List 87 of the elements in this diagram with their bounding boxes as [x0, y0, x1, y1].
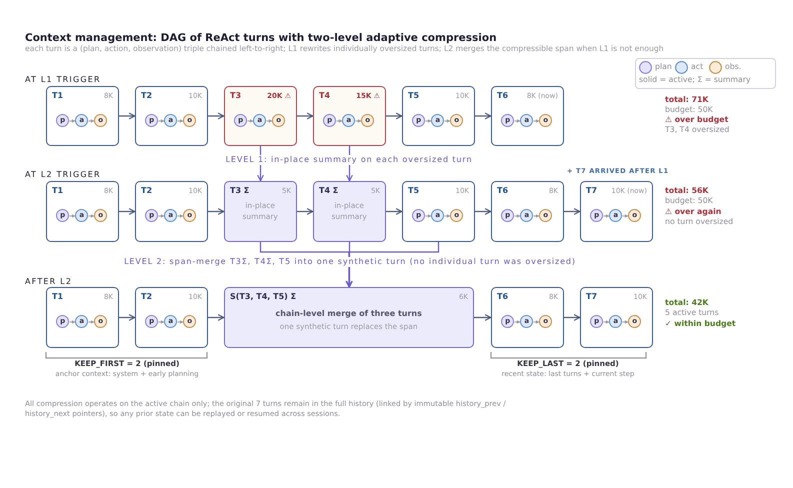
turn-box [491, 86, 564, 146]
arrow [69, 119, 76, 123]
turn-box [491, 287, 564, 348]
arrow [266, 119, 273, 123]
turn-box [580, 181, 653, 242]
turn-title: T7 [586, 186, 598, 196]
turn-title: T3 [230, 91, 242, 100]
arrow [119, 112, 136, 120]
arrow [533, 320, 540, 324]
turn-title: T2 [141, 91, 152, 100]
arrow [514, 119, 521, 123]
turn-title: T6 [497, 91, 508, 100]
arrow [336, 119, 343, 123]
turn-box [491, 181, 564, 242]
arrow [514, 214, 521, 218]
summary-box [313, 181, 386, 242]
turn-title: S(T3, T4, T5) Σ [230, 292, 296, 302]
turn-title: T1 [52, 186, 64, 196]
arrow [158, 119, 165, 123]
turn-title: T1 [52, 292, 64, 302]
turn-title: T5 [408, 91, 420, 100]
arrow [119, 208, 136, 215]
turn-title: T3 Σ [230, 186, 250, 196]
turn-title: T4 [319, 91, 330, 100]
arrow [177, 119, 184, 123]
arrow [622, 320, 629, 324]
arrow [69, 214, 76, 218]
arrow [425, 119, 432, 123]
arrow [119, 314, 136, 321]
arrow [474, 314, 492, 321]
summary-box [224, 287, 474, 348]
arrow [444, 119, 451, 123]
turn-box [135, 86, 208, 146]
arrow [208, 112, 224, 120]
arrow [603, 320, 610, 324]
turn-box [46, 287, 119, 348]
arrow [208, 314, 224, 321]
arrow [208, 208, 224, 215]
turn-box [46, 181, 119, 242]
arrow [386, 112, 402, 120]
arrow [69, 320, 76, 324]
arrow [564, 314, 580, 321]
turn-title: T6 [497, 292, 508, 302]
arrow [475, 112, 492, 120]
arrow [425, 214, 432, 218]
turn-title: T1 [52, 91, 64, 100]
arrow [177, 320, 184, 324]
turn-box [402, 86, 475, 146]
arrow [355, 119, 362, 123]
arrow [247, 119, 254, 123]
arrow [158, 214, 165, 218]
arrow [603, 214, 610, 218]
arrow [533, 214, 540, 218]
turn-box [135, 181, 208, 242]
arrow [177, 214, 184, 218]
arrow [88, 320, 95, 324]
turn-box [402, 181, 475, 242]
turn-title: T4 Σ [319, 186, 338, 196]
arrow [386, 208, 402, 215]
turn-title: T2 [141, 186, 152, 196]
arrow [533, 119, 540, 123]
arrow [88, 119, 95, 123]
arrow [297, 208, 314, 215]
row-heading: AFTER L2 [25, 277, 72, 286]
arrow [564, 208, 580, 215]
turn-title: T6 [497, 186, 508, 196]
turn-title: T7 [586, 292, 598, 302]
row-heading: AT L2 TRIGGER [25, 170, 101, 180]
diagram-title: Context management: DAG of ReAct turns with two-level adaptive compression [25, 32, 497, 44]
turn-box [135, 287, 208, 348]
row-heading: AT L1 TRIGGER [25, 75, 101, 84]
turn-box [580, 287, 653, 348]
turn-title: T5 [408, 186, 420, 196]
arrow [88, 214, 95, 218]
arrow [622, 214, 629, 218]
arrow [158, 320, 165, 324]
arrow [346, 242, 440, 288]
turn-box [46, 86, 119, 146]
turn-box [224, 86, 297, 146]
turn-title: T2 [141, 292, 152, 302]
arrow [444, 214, 451, 218]
turn-box [313, 86, 386, 146]
summary-heading: chain-level merge of three turns [274, 308, 423, 319]
arrow [297, 112, 314, 120]
summary-box [224, 181, 297, 242]
arrow [475, 208, 492, 215]
arrow [514, 320, 521, 324]
